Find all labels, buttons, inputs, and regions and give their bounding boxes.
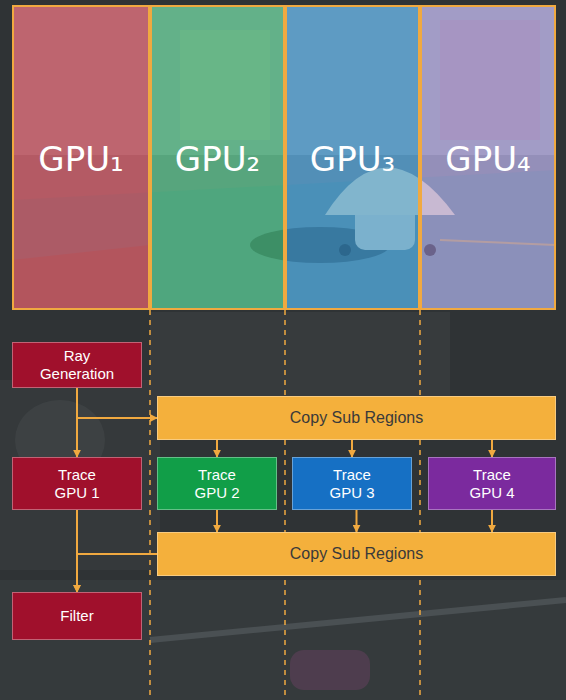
gpu-label: GPU₄ bbox=[445, 139, 530, 180]
box-label: Trace GPU 2 bbox=[186, 466, 248, 502]
gpu-label: GPU₂ bbox=[175, 139, 260, 180]
machine-shape bbox=[0, 380, 160, 570]
copy-bar: Copy Sub Regions bbox=[157, 396, 556, 440]
box-label: Trace GPU 1 bbox=[46, 466, 108, 502]
flow-arrow bbox=[491, 510, 493, 532]
render-backdrop bbox=[12, 5, 556, 310]
box-label: Trace GPU 4 bbox=[461, 466, 523, 502]
trace-box: Trace GPU 4 bbox=[428, 457, 556, 510]
region-guides bbox=[150, 310, 420, 700]
box-label: Filter bbox=[60, 607, 93, 625]
box-label: Copy Sub Regions bbox=[290, 544, 423, 563]
box-label: Copy Sub Regions bbox=[290, 408, 423, 427]
gpu-label: GPU₃ bbox=[310, 139, 395, 180]
flow-arrow bbox=[351, 440, 353, 457]
copy-bar: Copy Sub Regions bbox=[157, 532, 556, 576]
process-box: Filter bbox=[12, 592, 142, 640]
gpu-label: GPU₁ bbox=[38, 139, 123, 180]
dashed-guide bbox=[284, 310, 286, 700]
floor-shape bbox=[0, 580, 566, 700]
flow-arrow bbox=[491, 440, 493, 457]
gpu-region-band: GPU₄ bbox=[420, 5, 556, 310]
flow-arrow bbox=[77, 554, 157, 592]
flow-arrow bbox=[76, 388, 78, 457]
gpu-region-band: GPU₂ bbox=[150, 5, 285, 310]
trace-box: Trace GPU 2 bbox=[157, 457, 277, 510]
flow-arrow bbox=[356, 510, 358, 532]
trace-box: Trace GPU 1 bbox=[12, 457, 142, 510]
process-box: Ray Generation bbox=[12, 342, 142, 388]
gpu-region-band: GPU₃ bbox=[285, 5, 420, 310]
box-label: Ray Generation bbox=[37, 347, 117, 383]
flow-arrow bbox=[76, 510, 78, 592]
gpu-region-band: GPU₁ bbox=[12, 5, 150, 310]
trace-box: Trace GPU 3 bbox=[292, 457, 412, 510]
rail-shape bbox=[150, 600, 566, 640]
tube-shape bbox=[290, 650, 370, 690]
box-label: Trace GPU 3 bbox=[321, 466, 383, 502]
dashed-guide bbox=[149, 310, 151, 700]
flow-arrow bbox=[77, 388, 157, 418]
dashed-guide bbox=[419, 310, 421, 700]
flow-arrow bbox=[216, 440, 218, 457]
flow-arrow bbox=[216, 510, 218, 532]
